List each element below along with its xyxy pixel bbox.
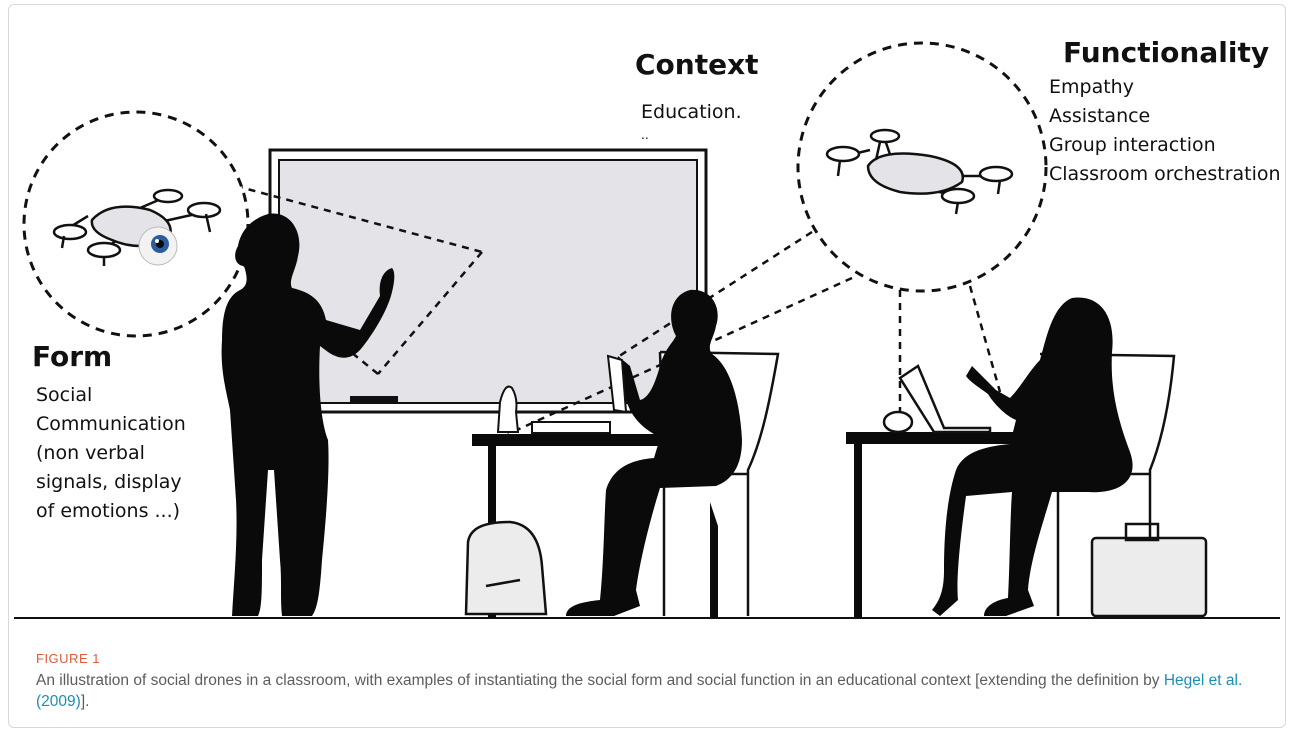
left-desk-items <box>496 385 611 434</box>
teacher-drone-bubble <box>22 110 250 338</box>
functionality-item-assistance: Assistance <box>1049 105 1151 127</box>
citation-link[interactable]: Hegel et al. (2009) <box>36 672 1243 710</box>
form-item-signals: signals, display <box>36 471 182 493</box>
functionality-title: Functionality <box>1063 36 1270 69</box>
right-student-silhouette <box>932 297 1133 616</box>
context-item-education: Education. <box>641 101 742 123</box>
figure-caption: An illustration of social drones in a cl… <box>36 670 1256 712</box>
form-item-non-verbal: (non verbal <box>36 442 145 464</box>
caption-suffix: ]. <box>80 693 90 710</box>
caption-prefix: An illustration of social drones in a cl… <box>36 672 1164 689</box>
form-title: Form <box>32 340 113 373</box>
laptop <box>898 364 992 434</box>
figure-frame <box>8 4 1286 728</box>
classroom-illustration <box>14 41 1280 619</box>
figure-label: FIGURE 1 <box>36 651 100 666</box>
right-desk <box>846 432 1062 618</box>
student-drone-bubble <box>796 41 1048 293</box>
left-student-silhouette <box>566 289 742 616</box>
eye-icon <box>138 226 178 266</box>
functionality-item-classroom-orchestration: Classroom orchestration <box>1049 163 1281 185</box>
backpack <box>464 520 548 616</box>
context-item-ellipsis: .. <box>641 128 649 142</box>
drone-icon <box>825 128 1014 215</box>
form-item-communication: Communication <box>36 413 186 435</box>
mini-drone-on-desk <box>882 410 914 434</box>
form-item-social: Social <box>36 384 93 406</box>
whiteboard <box>268 148 708 414</box>
functionality-item-empathy: Empathy <box>1049 76 1134 98</box>
functionality-item-group-interaction: Group interaction <box>1049 134 1216 156</box>
form-item-emotions: of emotions ...) <box>36 500 181 522</box>
context-title: Context <box>635 48 759 81</box>
teacher-silhouette <box>221 213 395 616</box>
suitcase <box>1090 522 1208 618</box>
